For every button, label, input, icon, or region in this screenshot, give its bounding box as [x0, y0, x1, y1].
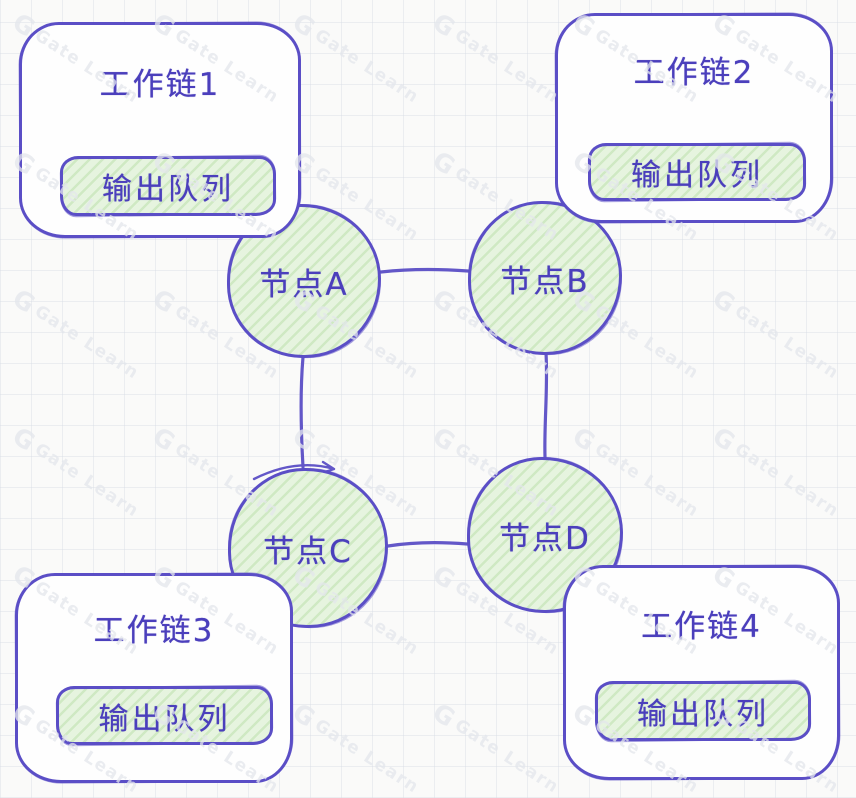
workchain-2-output-queue: 输出队列 — [588, 143, 806, 201]
workchain-3-title: 工作链3 — [93, 613, 215, 649]
edge-node-a-node-c — [299, 355, 305, 469]
workchain-4-queue-label: 输出队列 — [637, 697, 769, 732]
node-b-circle: 节点B — [468, 201, 622, 355]
edge-node-b-node-d — [543, 351, 549, 459]
workchain-2-title: 工作链2 — [633, 55, 755, 91]
node-c-label: 节点C — [263, 533, 353, 570]
node-a-circle: 节点A — [227, 204, 381, 358]
workchain-1-box: 工作链1 输出队列 — [19, 22, 301, 238]
node-d-label: 节点D — [499, 520, 591, 557]
workchain-4-box: 工作链4 输出队列 — [563, 565, 840, 780]
workchain-3-queue-label: 输出队列 — [98, 701, 231, 737]
workchain-1-queue-label: 输出队列 — [102, 172, 234, 207]
workchain-3-output-queue: 输出队列 — [56, 686, 273, 745]
workchain-4-output-queue: 输出队列 — [595, 681, 811, 741]
node-c-circle: 节点C — [228, 468, 388, 628]
edge-node-c-node-d — [386, 541, 469, 548]
workchain-1-title: 工作链1 — [99, 67, 221, 103]
edge-node-a-node-b — [379, 268, 470, 274]
workchain-2-box: 工作链2 输出队列 — [555, 13, 833, 223]
workchain-2-queue-label: 输出队列 — [631, 158, 763, 193]
node-a-label: 节点A — [259, 266, 349, 303]
workchain-4-title: 工作链4 — [641, 609, 762, 645]
workchain-1-output-queue: 输出队列 — [60, 156, 276, 216]
workchain-3-box: 工作链3 输出队列 — [15, 573, 293, 783]
node-b-label: 节点B — [500, 263, 590, 300]
